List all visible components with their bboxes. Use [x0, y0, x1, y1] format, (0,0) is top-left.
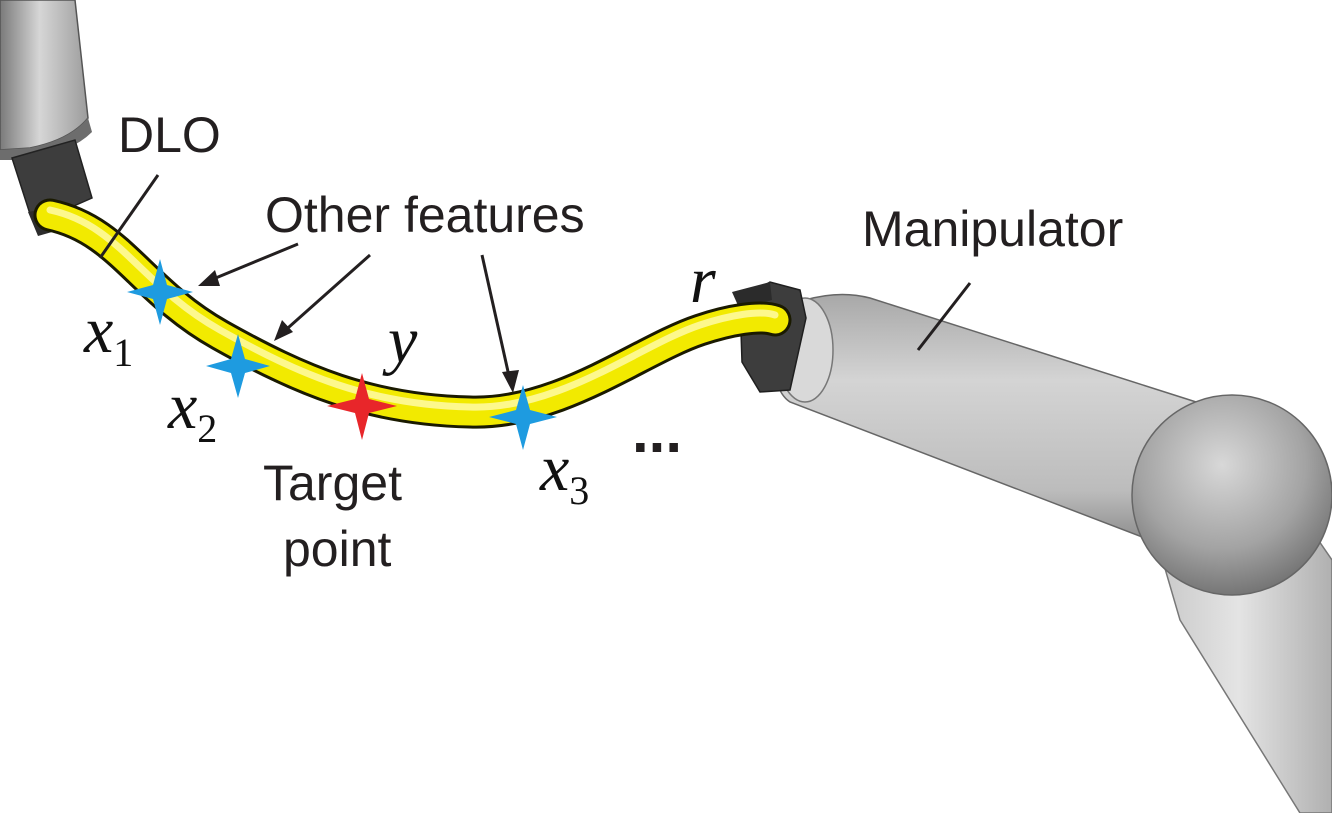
- manipulator-joint: [1131, 394, 1332, 596]
- target-star-y: [327, 373, 397, 440]
- target-point-label-line2: point: [283, 521, 392, 577]
- arrowhead-x2: [274, 320, 293, 341]
- dlo-cable-highlight: [46, 206, 779, 411]
- variable-x3-subscript: 3: [569, 468, 589, 513]
- other-features-label: Other features: [265, 187, 585, 243]
- ellipsis-label: ...: [632, 398, 682, 465]
- arrowhead-x1: [198, 270, 220, 286]
- left-gripper: [11, 139, 93, 215]
- feature-star-x3: [489, 385, 557, 450]
- arrow-to-x3: [480, 254, 513, 386]
- feature-star-x2: [206, 334, 270, 398]
- dlo-pointer-line: [98, 174, 160, 259]
- dlo-label: DLO: [118, 107, 221, 163]
- variable-x1-subscript: 1: [113, 330, 133, 375]
- manipulator-pointer-line: [916, 282, 972, 351]
- left-fixture: [0, 0, 93, 236]
- arrowhead-x3: [502, 370, 519, 393]
- manipulator-robot: [732, 281, 1332, 813]
- dlo-cable-body: [36, 201, 789, 426]
- variable-x1-base: x: [83, 294, 113, 367]
- manipulator-label: Manipulator: [862, 201, 1123, 257]
- annotation-lines: [98, 174, 972, 386]
- feature-star-x1: [127, 259, 193, 325]
- variable-x2-base: x: [167, 370, 197, 443]
- dlo-cable: [33, 198, 792, 429]
- left-arm-link: [0, 0, 89, 151]
- arrow-to-x1: [205, 242, 299, 284]
- feature-markers: [127, 259, 557, 450]
- variable-x3-base: x: [539, 432, 569, 505]
- arrowheads: [198, 270, 519, 393]
- variable-x2-subscript: 2: [197, 406, 217, 451]
- target-point-label-line1: Target: [263, 455, 402, 511]
- variable-x3: x3: [539, 432, 589, 513]
- arrow-to-x2: [279, 253, 371, 337]
- variable-y: y: [382, 304, 418, 377]
- variable-r: r: [690, 244, 716, 317]
- left-arm-flange: [0, 118, 92, 160]
- variable-x2: x2: [167, 370, 217, 451]
- variable-x1: x1: [83, 294, 133, 375]
